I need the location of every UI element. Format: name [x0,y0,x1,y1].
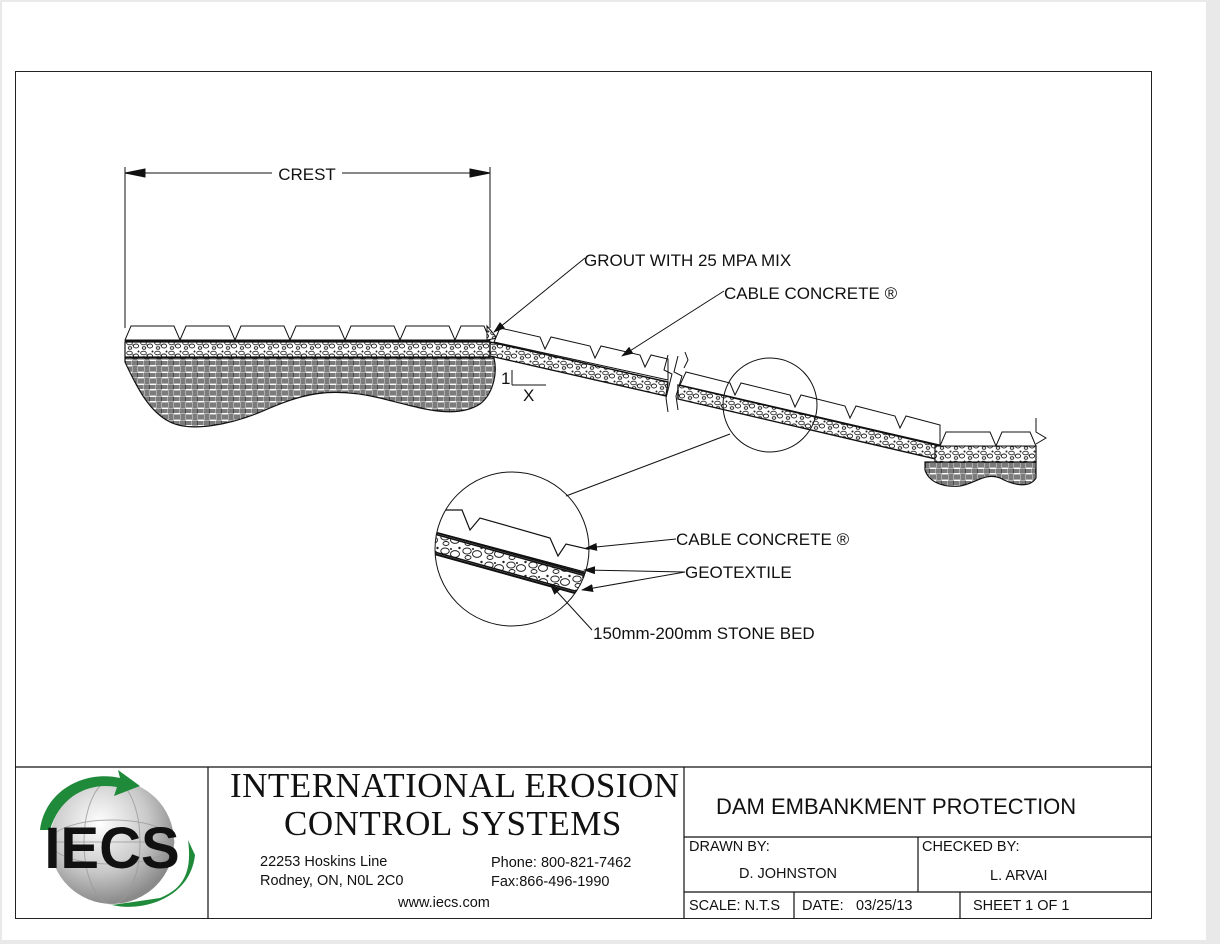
detail-cable-leader [585,538,677,551]
drawing-frame [15,71,1152,919]
lower-slope [677,371,941,461]
company-name-line2: CONTROL SYSTEMS [284,804,622,843]
drawn-by-label: DRAWN BY: [689,839,770,855]
grout-wedge [486,324,498,341]
sheet-number: SHEET 1 OF 1 [973,898,1070,914]
crest-label: CREST [278,165,336,184]
grout-label: GROUT WITH 25 MPA MIX [584,251,791,270]
fax-number: Fax:866-496-1990 [491,874,610,890]
phone-number: Phone: 800-821-7462 [491,855,632,871]
title-block-grid [15,766,1152,919]
slope-run-label: X [523,386,534,405]
detail-view [435,509,589,601]
cable-concrete-leader [621,290,725,357]
logo-text: IECS [44,816,179,881]
website-link[interactable]: www.iecs.com [398,895,490,911]
detail-callout-circle [722,357,818,453]
break-lines [663,351,689,413]
drawn-by-value: D. JOHNSTON [739,866,838,882]
toe-section [924,418,1047,487]
green-arrow-icon [40,770,140,830]
crest-cable-concrete-blocks [124,325,491,342]
grout-leader [493,257,586,333]
geotextile-leader-top [583,566,686,575]
crest-soil [124,357,496,428]
checked-by-label: CHECKED BY: [922,839,1020,855]
drawing-title: DAM EMBANKMENT PROTECTION [716,794,1077,819]
geotextile-label: GEOTEXTILE [685,563,792,582]
date-label: DATE: [802,898,844,914]
cable-concrete-label: CABLE CONCRETE ® [724,284,898,303]
upper-slope [489,327,669,397]
geotextile-leader-bottom [581,571,686,593]
checked-by-value: L. ARVAI [990,868,1048,884]
detail-cable-concrete-label: CABLE CONCRETE ® [676,530,850,549]
slope-indicator [511,370,546,386]
date-value: 03/25/13 [856,898,913,914]
iecs-logo: IECS [40,770,195,907]
address-line2: Rodney, ON, N0L 2C0 [260,873,404,889]
crest-stone-bed [124,341,491,358]
stone-bed-label: 150mm-200mm STONE BED [593,624,815,643]
slope-rise-label: 1 [501,369,510,388]
company-name-line1: INTERNATIONAL EROSION [230,766,680,805]
stone-bed-leader [549,583,593,631]
scale-field: SCALE: N.T.S [689,898,781,914]
address-line1: 22253 Hoskins Line [260,854,388,870]
detail-connector [565,433,731,497]
crest-dimension [124,167,491,328]
